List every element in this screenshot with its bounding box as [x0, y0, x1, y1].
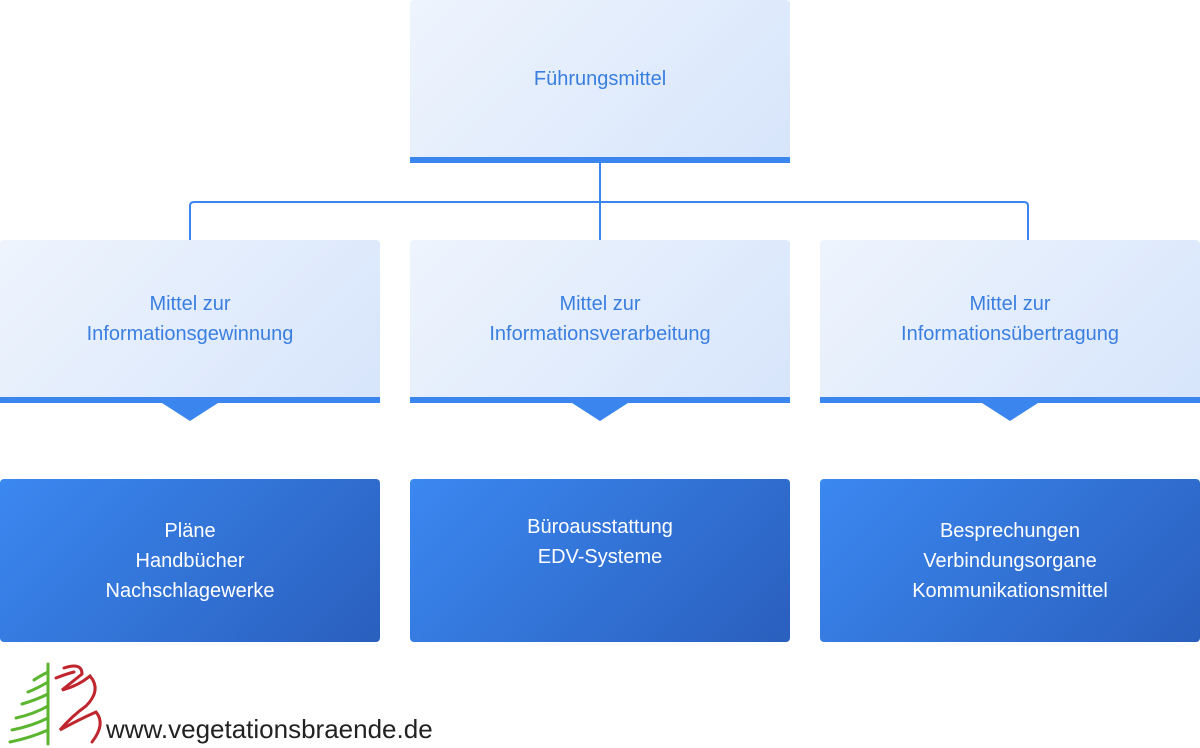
root-label: Führungsmittel: [533, 67, 667, 90]
category-title-line: Informationsübertragung: [901, 322, 1119, 345]
category-title-line: Mittel zur: [149, 292, 231, 315]
item-label: Büroausstattung: [527, 516, 673, 538]
category-title-line: Informationsgewinnung: [86, 322, 294, 345]
category-pointer: [982, 403, 1038, 421]
category-title-line: Informationsverarbeitung: [489, 322, 711, 345]
category-pointer: [162, 403, 218, 421]
category-box-information-transfer: Mittel zur Informationsübertragung: [820, 240, 1200, 403]
website-url[interactable]: www.vegetationsbraende.de: [106, 714, 433, 744]
items-box-information-processing: Büroausstattung EDV-Systeme: [410, 479, 790, 642]
item-label: Pläne: [164, 519, 216, 542]
tree-flame-logo-icon: [8, 662, 102, 746]
category-pointer: [572, 403, 628, 421]
root-box: Führungsmittel: [410, 0, 790, 163]
item-label: Verbindungsorgane: [923, 549, 1097, 572]
item-label: Handbücher: [135, 549, 245, 572]
items-box-information-gathering: Pläne Handbücher Nachschlagewerke: [0, 479, 380, 642]
items-box-information-transfer: Besprechungen Verbindungsorgane Kommunik…: [820, 479, 1200, 642]
item-label: Besprechungen: [939, 519, 1081, 542]
item-label: EDV-Systeme: [537, 546, 663, 568]
item-label: Nachschlagewerke: [105, 579, 275, 602]
category-title-line: Mittel zur: [969, 292, 1051, 315]
category-box-information-gathering: Mittel zur Informationsgewinnung: [0, 240, 380, 403]
category-title-line: Mittel zur: [559, 292, 641, 315]
category-box-information-processing: Mittel zur Informationsverarbeitung: [410, 240, 790, 403]
item-label: Kommunikationsmittel: [912, 579, 1108, 602]
